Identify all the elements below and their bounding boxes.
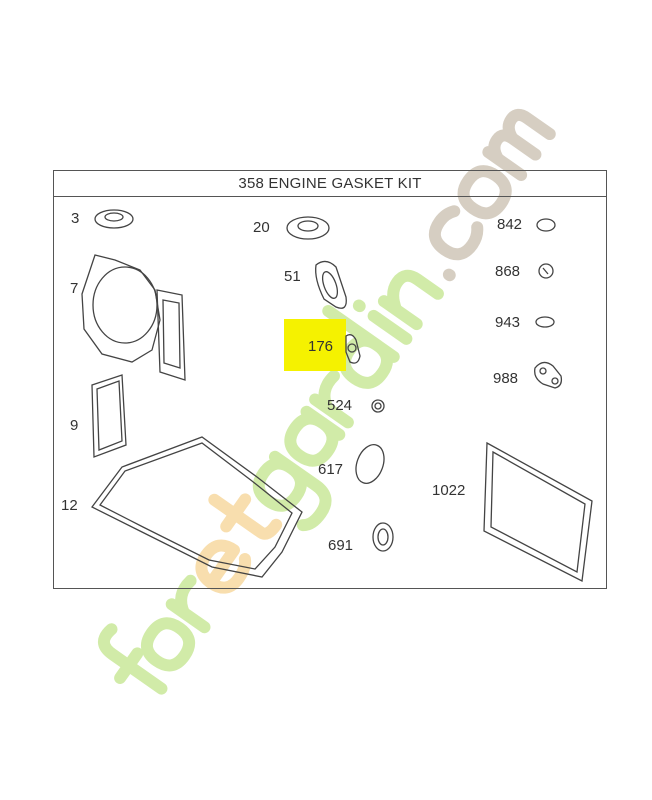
part-label-617: 617	[318, 461, 344, 478]
part-label-988: 988	[493, 370, 519, 387]
part-943-drawing	[535, 316, 555, 328]
part-524-drawing	[371, 399, 385, 413]
part-label-51: 51	[284, 268, 301, 285]
part-691-drawing	[372, 522, 394, 552]
part-868-drawing	[538, 263, 554, 279]
part-20-drawing	[286, 216, 330, 240]
diagram-frame: 358 ENGINE GASKET KIT	[53, 170, 607, 589]
part-842-drawing	[536, 218, 556, 232]
part-label-176: 176	[308, 338, 334, 355]
part-3-drawing	[94, 209, 134, 229]
part-988-drawing	[534, 361, 563, 389]
part-label-9: 9	[70, 417, 79, 434]
part-label-1022: 1022	[432, 482, 466, 499]
part-1022-drawing	[483, 441, 593, 583]
part-label-691: 691	[328, 537, 354, 554]
part-label-524: 524	[327, 397, 353, 414]
part-label-868: 868	[495, 263, 521, 280]
highlight-box	[284, 319, 346, 371]
part-label-842: 842	[497, 216, 523, 233]
diagram-title: 358 ENGINE GASKET KIT	[54, 171, 606, 197]
part-7-drawing	[81, 254, 186, 381]
part-label-943: 943	[495, 314, 521, 331]
part-label-12: 12	[61, 497, 78, 514]
part-176-drawing	[345, 334, 361, 364]
part-label-3: 3	[71, 210, 80, 227]
part-617-drawing	[355, 444, 385, 484]
part-label-7: 7	[70, 280, 79, 297]
part-12-drawing	[91, 436, 303, 578]
part-label-20: 20	[253, 219, 270, 236]
part-9-drawing	[91, 374, 127, 458]
part-51-drawing	[315, 260, 347, 309]
